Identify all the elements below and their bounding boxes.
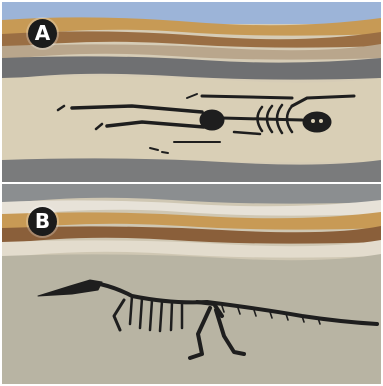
eye-socket-2 <box>319 119 324 124</box>
panel-label-b: B <box>28 207 57 236</box>
panel-a-strata <box>2 2 381 182</box>
panel-label-a: A <box>28 19 57 48</box>
panel-b: B <box>2 184 381 384</box>
spine <box>222 118 302 120</box>
panel-a: A <box>2 2 381 182</box>
forearm <box>202 96 292 98</box>
eye-socket-1 <box>311 119 316 124</box>
panel-b-strata <box>2 184 381 384</box>
skull <box>303 112 331 132</box>
